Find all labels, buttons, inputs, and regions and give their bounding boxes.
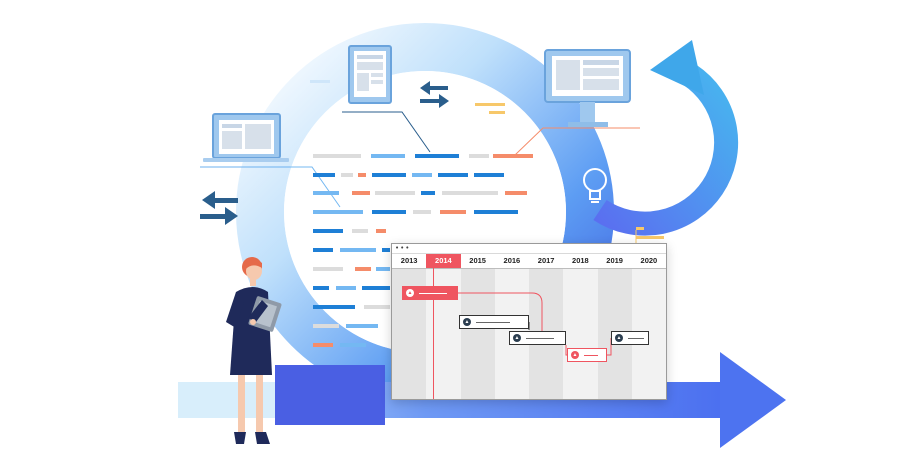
current-date-line (433, 268, 434, 399)
user-icon: ▲ (513, 334, 521, 342)
year-label: 2016 (503, 256, 521, 265)
window-controls: ••• (392, 244, 666, 254)
gantt-column (631, 254, 666, 399)
gantt-task-bar[interactable]: ▲ (459, 315, 529, 329)
swap-arrows-icon-left (200, 191, 238, 225)
callout-lines (290, 111, 640, 244)
task-label-line (584, 354, 598, 356)
task-label-line (526, 337, 554, 339)
swap-arrows-icon (420, 81, 449, 108)
year-label: 2018 (572, 256, 589, 265)
cycle-arrow-icon (593, 40, 739, 236)
user-icon: ▲ (615, 334, 623, 342)
laptop-icon (200, 113, 290, 168)
task-label-line (476, 321, 510, 323)
task-dependency-links (458, 292, 612, 356)
gantt-column (529, 254, 564, 399)
gantt-column (426, 254, 461, 399)
decor-dashes (310, 80, 664, 239)
user-icon: ▲ (571, 351, 579, 359)
task-label-line (628, 337, 644, 339)
gantt-column (563, 254, 598, 399)
task-label-line (419, 292, 447, 294)
gantt-task-bar[interactable]: ▲ (509, 331, 566, 345)
gantt-chart-window: ••• 2013 2014 2015 2016 2017 2018 2019 2… (391, 243, 667, 400)
lightbulb-icon (583, 168, 607, 203)
gantt-task-bar[interactable]: ▲ (611, 331, 649, 345)
backlog-bars (313, 154, 533, 347)
year-label-active: 2014 (426, 254, 461, 268)
year-label: 2013 (400, 256, 418, 265)
gantt-task-bar[interactable]: ▲ (402, 286, 458, 300)
person-with-tablet (226, 257, 282, 444)
gantt-task-bar[interactable]: ▲ (567, 348, 607, 362)
user-icon: ▲ (406, 289, 414, 297)
year-label: 2019 (606, 256, 623, 265)
gantt-year-header: 2013 2014 2015 2016 2017 2018 2019 2020 (392, 254, 666, 269)
year-label: 2017 (537, 256, 555, 265)
monitor-icon (544, 49, 631, 127)
user-icon: ▲ (463, 318, 471, 326)
year-label: 2015 (469, 256, 486, 265)
year-label: 2020 (640, 256, 658, 265)
gantt-column (392, 254, 427, 399)
gantt-column (597, 254, 632, 399)
document-icon (348, 45, 392, 104)
